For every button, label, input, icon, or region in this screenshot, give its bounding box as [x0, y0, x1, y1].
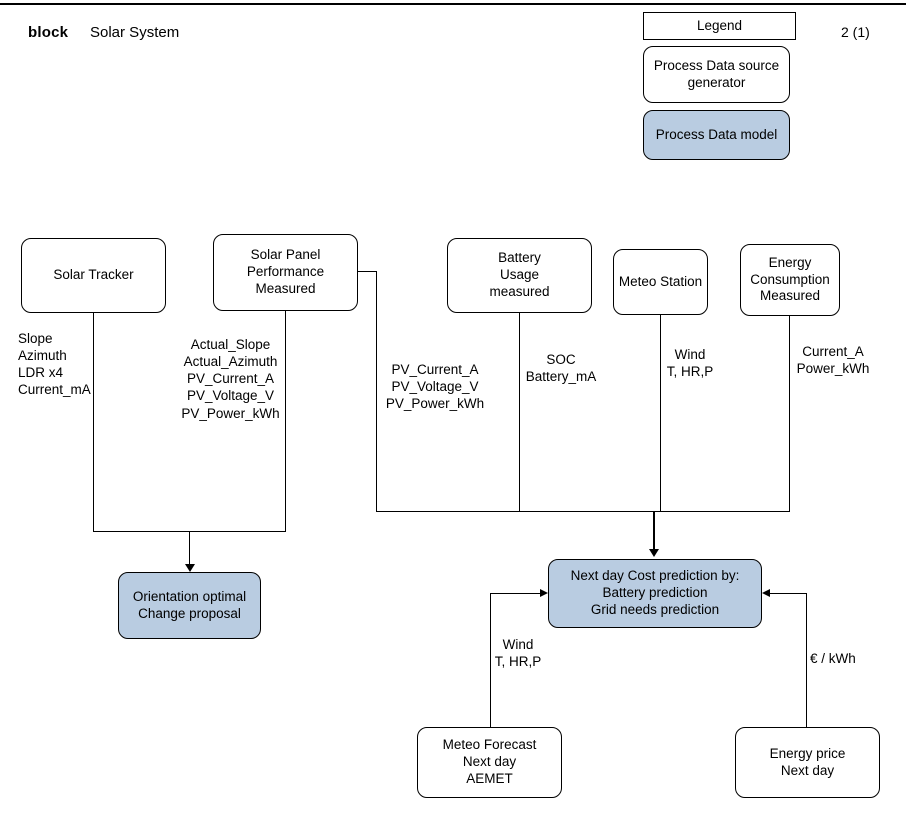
edge-prediction-arrowhead — [649, 549, 659, 557]
node-solar-panel-label: Solar Panel Performance Measured — [246, 247, 325, 296]
node-meteo-forecast-label: Meteo Forecast Next day AEMET — [442, 737, 537, 786]
page-number: 2 (1) — [841, 24, 870, 40]
edge-prediction-drop — [653, 511, 655, 551]
edge-label-consumption-signals: Current_A Power_kWh — [796, 344, 870, 377]
page-title: Solar System — [90, 24, 180, 41]
node-meteo-station-label: Meteo Station — [618, 273, 703, 289]
edge-price-up — [806, 593, 807, 727]
node-meteo-forecast[interactable]: Meteo Forecast Next day AEMET — [417, 727, 562, 798]
edge-label-panel-to-prediction: PV_Current_A PV_Voltage_V PV_Power_kWh — [385, 362, 485, 412]
node-battery-usage-label: Battery Usage measured — [489, 250, 550, 299]
node-orientation-label: Orientation optimal Change proposal — [132, 588, 247, 621]
diagram-kind-label: block — [28, 24, 69, 41]
legend-item-model-label: Process Data model — [655, 126, 778, 142]
edge-panel-right-down — [376, 271, 377, 512]
edge-orientation-drop — [189, 531, 190, 566]
edge-label-forecast-signals: Wind T, HR,P — [494, 637, 542, 670]
node-solar-tracker-label: Solar Tracker — [53, 267, 134, 283]
edge-panel-right-stub — [357, 271, 377, 272]
edge-label-tracker-signals: Slope Azimuth LDR x4 Current_mA — [18, 331, 91, 398]
node-battery-usage[interactable]: Battery Usage measured — [447, 238, 592, 313]
legend-item-source-generator: Process Data source generator — [643, 46, 790, 103]
node-meteo-station[interactable]: Meteo Station — [613, 249, 708, 315]
legend-item-data-model: Process Data model — [643, 110, 790, 160]
node-orientation-optimal[interactable]: Orientation optimal Change proposal — [118, 572, 261, 639]
edge-forecast-arrowhead — [540, 589, 548, 597]
edge-label-meteo-signals: Wind T, HR,P — [666, 347, 714, 380]
edge-meteo-station-down — [660, 315, 661, 512]
edge-orientation-arrowhead — [185, 564, 195, 572]
node-solar-panel-performance[interactable]: Solar Panel Performance Measured — [213, 234, 358, 311]
node-cost-prediction[interactable]: Next day Cost prediction by: Battery pre… — [548, 559, 762, 628]
edge-forecast-up — [490, 593, 491, 727]
legend-item-source-label: Process Data source generator — [653, 57, 780, 90]
edge-tracker-down — [93, 313, 94, 532]
edge-consumption-down — [789, 316, 790, 512]
edge-panel-down — [285, 311, 286, 532]
node-energy-consumption-label: Energy Consumption Measured — [750, 254, 830, 304]
node-energy-price[interactable]: Energy price Next day — [735, 727, 880, 798]
edge-label-price-signals: € / kWh — [810, 651, 856, 666]
legend-title: Legend — [696, 17, 743, 33]
legend-title-box: Legend — [643, 12, 796, 40]
edge-prediction-junction-bar — [376, 511, 790, 512]
page-top-rule — [0, 3, 906, 5]
node-solar-tracker[interactable]: Solar Tracker — [21, 238, 166, 313]
edge-price-across — [770, 593, 806, 594]
edge-forecast-across — [490, 593, 540, 594]
edge-battery-down — [519, 313, 520, 512]
edge-price-arrowhead — [762, 589, 770, 597]
node-energy-price-label: Energy price Next day — [769, 745, 846, 778]
edge-label-battery-signals: SOC Battery_mA — [525, 352, 597, 385]
node-energy-consumption[interactable]: Energy Consumption Measured — [740, 244, 840, 316]
edge-label-panel-signals: Actual_Slope Actual_Azimuth PV_Current_A… — [181, 337, 280, 421]
node-cost-prediction-label: Next day Cost prediction by: Battery pre… — [570, 568, 740, 617]
